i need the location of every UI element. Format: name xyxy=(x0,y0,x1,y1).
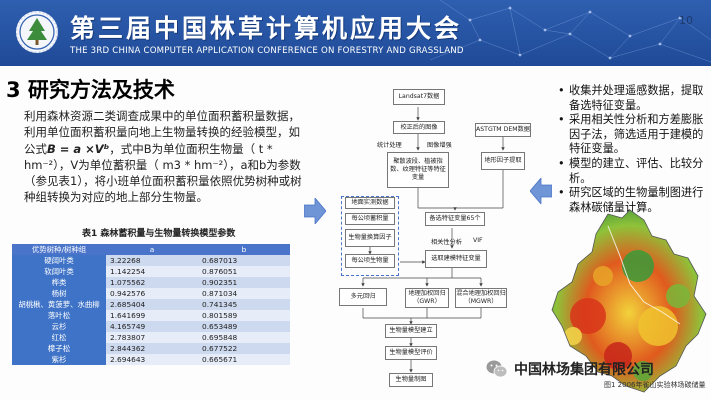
flow-label-vif: VIF xyxy=(473,237,483,244)
species-cell: 落叶松 xyxy=(12,310,106,321)
wechat-icon xyxy=(486,360,508,378)
header-banner: 第三届中国林草计算机应用大会 THE 3RD CHINA COMPUTER AP… xyxy=(0,0,711,66)
flow-terrain-factor: 地形因子提取 xyxy=(481,152,525,170)
right-arrow-icon xyxy=(304,198,326,224)
flow-biomass-map: 生物量制图 xyxy=(389,373,433,387)
param-a-cell: 0.942576 xyxy=(106,288,198,299)
species-cell: 杨树 xyxy=(12,288,106,299)
param-a-cell: 1.641699 xyxy=(106,310,198,321)
conference-title: 第三届中国林草计算机应用大会 xyxy=(70,14,463,43)
bullet-item: 收集并处理遥感数据，提取备选特征变量。 xyxy=(556,84,706,113)
table-caption: 表1 森林蓄积量与生物量转换模型参数 xyxy=(82,229,236,239)
param-b-cell: 0.687013 xyxy=(198,255,290,266)
column-header: 优势树种/树种组 xyxy=(12,244,106,255)
watermark: 中国林场集团有限公司 xyxy=(486,358,654,380)
species-cell: 桦类 xyxy=(12,277,106,288)
param-b-cell: 0.695848 xyxy=(198,332,290,343)
species-cell: 紫杉 xyxy=(12,354,106,365)
page-number: 10 xyxy=(679,14,693,27)
param-b-cell: 0.876051 xyxy=(198,266,290,277)
param-a-cell: 1.142254 xyxy=(106,266,198,277)
param-b-cell: 0.653489 xyxy=(198,321,290,332)
flow-model-build: 生物量模型建立 xyxy=(385,324,437,338)
param-b-cell: 0.741345 xyxy=(198,299,290,310)
flow-candidate-variables: 备选特征变量65个 xyxy=(425,212,485,226)
param-b-cell: 0.871034 xyxy=(198,288,290,299)
section-title: 3 研究方法及技术 xyxy=(6,78,175,102)
column-header: a xyxy=(106,244,198,255)
flow-ground-survey: 地面实测数据 xyxy=(345,197,395,209)
species-cell: 红松 xyxy=(12,332,106,343)
map-caption: 图1 2006年雀山实验林场碳储量 xyxy=(604,381,706,389)
table-header-row: 优势树种/树种组 a b xyxy=(12,244,290,255)
conference-logo xyxy=(16,11,58,53)
flow-connectors xyxy=(361,107,505,373)
param-b-cell: 0.665671 xyxy=(198,354,290,365)
flow-biomass-factor: 生物量换算因子 xyxy=(345,229,395,247)
flow-volume-per-ha: 每公顷蓄积量 xyxy=(345,213,395,225)
param-a-cell: 4.165749 xyxy=(106,321,198,332)
species-cell: 软阔叶类 xyxy=(12,266,106,277)
flow-gwr: 地理加权回归（GWR） xyxy=(405,288,449,308)
watermark-text: 中国林场集团有限公司 xyxy=(514,362,654,378)
flow-mlr: 多元回归 xyxy=(339,288,387,306)
flow-corrected-image: 校正后的图像 xyxy=(393,121,445,134)
species-cell: 胡桃楸、黄菠萝、水曲柳 xyxy=(12,299,106,310)
flow-landsat-data: Landsat7数据 xyxy=(393,89,445,105)
paragraph-part2: ，式中B为单位面积生物量（ t * hm⁻²），V为单位蓄积量（ m3 * hm… xyxy=(24,141,302,205)
conference-title-en: THE 3RD CHINA COMPUTER APPLICATION CONFE… xyxy=(70,46,464,56)
paragraph-part1: 利用森林资源二类调查成果中的单位面积蓄积量数据，利用单位面积蓄积量向地上生物量转… xyxy=(24,109,300,156)
bullet-item: 模型的建立、评估、比较分析。 xyxy=(556,157,706,186)
param-b-cell: 0.801589 xyxy=(198,310,290,321)
param-a-cell: 2.685404 xyxy=(106,299,198,310)
network-pattern xyxy=(429,0,711,63)
flow-label-stat: 统计处理 xyxy=(377,142,402,149)
flow-mgwr: 混合地理加权回归（MGWR） xyxy=(455,288,507,308)
flow-label-corr: 相关性分析 xyxy=(431,239,462,246)
species-cell: 硬阔叶类 xyxy=(12,255,106,266)
flow-biomass-per-ha: 每公顷生物量 xyxy=(345,254,395,268)
param-b-cell: 0.677522 xyxy=(198,343,290,354)
flow-selected-variables: 选取建模特征变量 xyxy=(425,250,487,268)
summary-bullets: 收集并处理遥感数据，提取备选特征变量。 采用相关性分析和方差膨胀因子法，筛选适用… xyxy=(556,84,706,215)
param-a-cell: 1.075562 xyxy=(106,277,198,288)
column-header: b xyxy=(198,244,290,255)
flow-label-enhance: 图像增强 xyxy=(427,142,452,149)
workflow-diagram: Landsat7数据 校正后的图像 统计处理 图像增强 聚散波段、植被指数、纹理… xyxy=(305,80,531,400)
left-arrow-icon xyxy=(530,178,552,204)
bullet-item: 研究区域的生物量制图进行森林碳储量计算。 xyxy=(556,186,706,215)
ground-data-group xyxy=(341,196,399,276)
biomass-map-image xyxy=(551,209,707,393)
species-cell: 樟子松 xyxy=(12,343,106,354)
species-cell: 云杉 xyxy=(12,321,106,332)
param-a-cell: 2.694643 xyxy=(106,354,198,365)
param-b-cell: 0.902351 xyxy=(198,277,290,288)
param-a-cell: 2.844362 xyxy=(106,343,198,354)
param-a-cell: 3.22268 xyxy=(106,255,198,266)
flow-dem-data: ASTGTM DEM数据 xyxy=(475,123,531,137)
flow-feature-variables: 聚散波段、植被指数、纹理特征等特征变量 xyxy=(387,152,449,188)
flow-model-eval: 生物量模型评价 xyxy=(385,346,437,360)
formula: B = a ×Vᵇ xyxy=(47,141,110,156)
bullet-item: 采用相关性分析和方差膨胀因子法，筛选适用于建模的特征变量。 xyxy=(556,113,706,157)
param-a-cell: 2.783807 xyxy=(106,332,198,343)
method-paragraph: 利用森林资源二类调查成果中的单位面积蓄积量数据，利用单位面积蓄积量向地上生物量转… xyxy=(24,108,302,206)
